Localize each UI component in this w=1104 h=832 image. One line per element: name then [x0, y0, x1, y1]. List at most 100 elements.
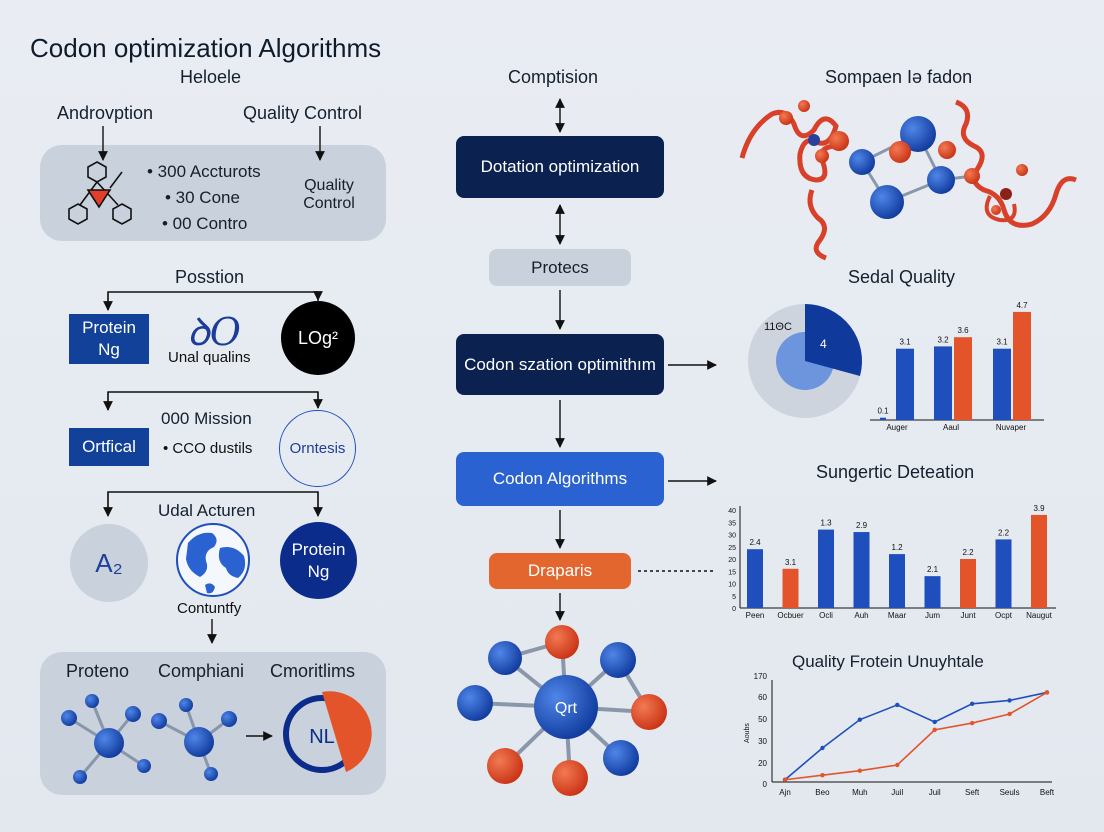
- chart2-ytick-label: 35: [728, 520, 736, 527]
- chart2-bar: [782, 568, 799, 608]
- contuntfy-label: Contuntfy: [177, 600, 242, 617]
- chart3-title: Quality Frotein Unuyhtale: [792, 652, 984, 671]
- chart3-tick-label: Beft: [1040, 788, 1055, 797]
- chart1-bar-label: 3.2: [937, 335, 949, 344]
- chart2-bar: [889, 554, 905, 608]
- chart3-tick-label: Juil: [891, 788, 903, 797]
- pie-label: 11ΘC: [764, 321, 792, 333]
- gauge-label: NL: [309, 726, 335, 748]
- bullet-1: • 300 Accturots: [147, 162, 261, 181]
- chart3-point: [857, 768, 863, 773]
- chart2-ytick-label: 40: [728, 508, 736, 515]
- proteno-label: Proteno: [66, 661, 130, 681]
- chart2-ytick-label: 5: [732, 594, 736, 601]
- chart2-tick-label: Ocli: [819, 611, 833, 620]
- chart3-series-line: [784, 691, 1048, 781]
- chart3-point: [820, 773, 825, 778]
- chart2-tick-label: Naugut: [1026, 611, 1053, 620]
- atom: [125, 706, 141, 722]
- chart3-point: [782, 777, 788, 782]
- atom: [94, 728, 124, 758]
- chart2-ytick-label: 10: [728, 582, 736, 589]
- chart3-ytick-label: 20: [758, 759, 767, 768]
- androvption-label: Androvption: [57, 103, 154, 123]
- chart2-bar: [853, 532, 870, 608]
- chart2-bar-label: 2.9: [856, 521, 868, 530]
- chart3-point: [1007, 711, 1012, 717]
- chart3-tick-label: Juil: [929, 788, 941, 797]
- flow-box-2: Protecs: [489, 249, 631, 286]
- flow-box-4: Codon Algorithms: [456, 452, 664, 506]
- chart1-title: Sedal Quality: [848, 267, 956, 287]
- atom: [204, 767, 218, 781]
- chart1-tick-label: Nuvaper: [996, 423, 1027, 432]
- cmoritlims-label: Cmoritlims: [270, 661, 355, 681]
- chart2-bar: [995, 539, 1012, 608]
- chart1-bar-label: 4.7: [1016, 301, 1028, 310]
- chart3-ytick-label: 170: [754, 672, 768, 681]
- chart2-tick-label: Junt: [960, 611, 976, 620]
- comphiani-label: Comphiani: [158, 661, 245, 681]
- comptision-label: Comptision: [508, 67, 599, 87]
- big-molecule-label: Qrt: [555, 700, 578, 717]
- cco-label: • CCO dustils: [163, 440, 253, 457]
- chart2-bar: [960, 559, 976, 608]
- chart2-bar: [747, 549, 763, 608]
- bullet-2: • 30 Cone: [165, 188, 240, 207]
- flow-box-1: Dotation optimization: [456, 136, 664, 198]
- chart3-point: [820, 745, 825, 751]
- chart2-bar-label: 3.9: [1033, 504, 1045, 513]
- atom: [179, 698, 193, 712]
- chart2-bar: [818, 529, 834, 608]
- protein-ribbon-icon: [739, 99, 1077, 261]
- gauge-icon: [283, 691, 372, 773]
- chart3-ytick-label: 30: [758, 737, 767, 746]
- chart2-bar-label: 2.1: [927, 565, 939, 574]
- left-heading: Heloele: [180, 67, 242, 87]
- protein-ng-box: Protein Ng: [69, 314, 149, 364]
- chart2-tick-label: Peen: [746, 611, 765, 620]
- atom: [61, 710, 77, 726]
- chart3-ylabel: Aoubs: [744, 723, 751, 743]
- chart1-bar-label: 3.6: [957, 326, 969, 335]
- chart2-ytick-label: 15: [728, 569, 736, 576]
- quality-control-label: Quality Control: [243, 103, 363, 123]
- protein-ng-circle: Protein Ng: [280, 522, 357, 599]
- atom: [73, 770, 87, 784]
- log-circle: LOg²: [281, 301, 355, 375]
- chart3-tick-label: Beo: [815, 788, 830, 797]
- logo-mark: ꝺO: [187, 310, 241, 354]
- chart3-point: [857, 717, 863, 722]
- flow-box-3: Codon szation optimithım: [456, 334, 664, 395]
- right-top-label: Sompaen Iə fadon: [825, 67, 973, 87]
- chart1-bar: [1013, 311, 1031, 420]
- panel-qc-label: Quality Control: [303, 177, 355, 212]
- chart3-point: [932, 727, 937, 733]
- page-title: Codon optimization Algorithms: [30, 33, 382, 63]
- chart3-ytick-label: 50: [758, 715, 767, 724]
- chart3-point: [895, 762, 900, 768]
- orntesis-circle: Orntesis: [279, 410, 356, 487]
- flow-box-5: Draparis: [489, 553, 631, 589]
- chart1-pie: 11ΘC 4: [748, 304, 863, 418]
- chart2-ytick-label: 20: [728, 557, 736, 564]
- chart2-bar-label: 3.1: [785, 558, 797, 567]
- chart3-point: [969, 701, 975, 706]
- chart1-bar: [896, 348, 914, 420]
- chart1-bar-label: 3.1: [996, 338, 1008, 347]
- middle-arrows: [555, 98, 717, 621]
- chart2-tick-label: Ocpt: [995, 611, 1013, 620]
- atom: [221, 711, 237, 727]
- hexagon-molecule-icon: [68, 161, 132, 225]
- chart2-ytick-label: 30: [728, 533, 736, 540]
- atom: [137, 759, 151, 773]
- chart2-tick-label: Maar: [888, 611, 907, 620]
- chart2-tick-label: Jum: [925, 611, 940, 620]
- chart1-bar: [993, 348, 1011, 420]
- chart3-point: [1007, 698, 1012, 703]
- chart2-bar: [924, 576, 941, 608]
- chart1-bar-label: 3.1: [899, 338, 911, 347]
